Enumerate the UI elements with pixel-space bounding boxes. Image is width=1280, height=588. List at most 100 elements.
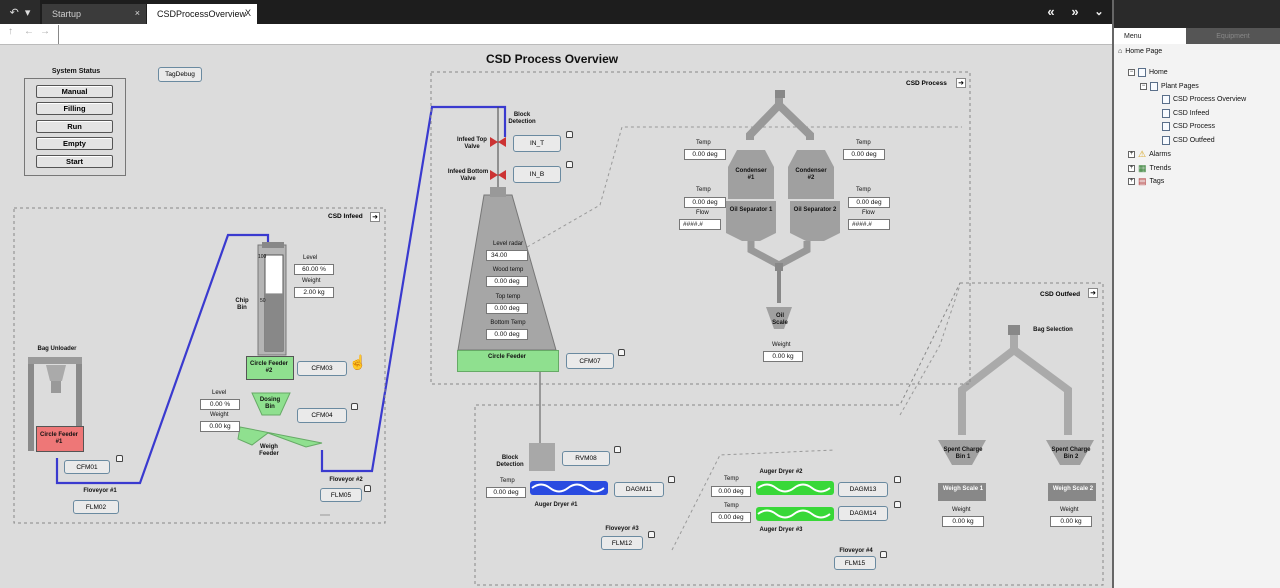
address-input[interactable] (58, 25, 1113, 44)
empty-button[interactable]: Empty (36, 137, 113, 150)
weight-label: Weight (302, 278, 321, 284)
tab-list-button[interactable]: ⌄ (1094, 5, 1104, 18)
floveyor-1-line (55, 233, 270, 485)
warning-icon: ⚠ (1138, 149, 1147, 159)
bag-selection-left-pipe (958, 335, 1018, 435)
collapse-icon[interactable]: − (1140, 83, 1147, 90)
process-region-label: CSD Process (906, 80, 947, 87)
start-button[interactable]: Start (36, 155, 113, 168)
hand-cursor-icon: ☝ (349, 354, 367, 370)
lock-icon (116, 455, 123, 462)
weigh-scale-1-shape (938, 483, 986, 501)
oil-separator-2-label: Oil Separator 2 (793, 207, 837, 213)
flm05-button[interactable]: FLM05 (320, 488, 362, 502)
in-t-button[interactable]: IN_T (513, 135, 561, 152)
tree-page-csd-outfeed[interactable]: CSD Outfeed (1162, 136, 1215, 145)
oil-separator-1-body (726, 201, 776, 233)
up-arrow-icon[interactable]: ↑ (8, 26, 13, 37)
chip-level-value: 60.00 % (294, 264, 334, 275)
tag-debug-button[interactable]: TagDebug (158, 67, 202, 82)
cfm04-button[interactable]: CFM04 (297, 408, 347, 423)
in-b-button[interactable]: IN_B (513, 166, 561, 183)
infeed-nav-arrow-icon[interactable]: ➜ (370, 212, 380, 222)
flm15-button[interactable]: FLM15 (834, 556, 876, 570)
cfm01-button[interactable]: CFM01 (64, 460, 110, 474)
cfm07-button[interactable]: CFM07 (566, 353, 614, 369)
condenser-2-body (788, 167, 834, 199)
circle-feeder-1[interactable] (36, 426, 84, 452)
next-tab-button[interactable]: » (1071, 3, 1079, 19)
tree-alarms[interactable]: +⚠Alarms (1128, 149, 1171, 160)
tab-menu[interactable]: Menu (1114, 28, 1186, 44)
right-panel (1112, 0, 1280, 588)
tree-label: Plant Pages (1161, 83, 1199, 90)
flm02-button[interactable]: FLM02 (73, 500, 119, 514)
circle-feeder-2-label: Circle Feeder #2 (249, 361, 289, 374)
home-menu-button[interactable]: ↶▾ (0, 0, 40, 24)
chip-bin-level-fill (265, 293, 283, 351)
dosing-level-label: Level (212, 390, 227, 396)
page-icon (1138, 68, 1146, 77)
chip-scale-mid: 50 (260, 298, 266, 304)
close-icon[interactable]: X (244, 8, 251, 18)
condenser-1-body (728, 167, 774, 199)
dagm13-button[interactable]: DAGM13 (838, 482, 888, 497)
condenser-2-label: Condenser #2 (795, 168, 827, 181)
auger-dryer-3-label: Auger Dryer #3 (759, 527, 803, 533)
tab-startup[interactable]: Startup × (42, 4, 146, 24)
bag-unloader-left-leg (28, 363, 34, 451)
dryer-block-detection-label: Block Detection (496, 455, 524, 468)
tab-equipment[interactable]: Equipment (1186, 28, 1280, 44)
chip-scale-top: 100 (258, 254, 267, 260)
process-nav-arrow-icon[interactable]: ➜ (956, 78, 966, 88)
condenser-2-pipe (776, 102, 814, 140)
tree-page-csd-infeed[interactable]: CSD Infeed (1162, 109, 1209, 118)
top-valve-icon (490, 137, 498, 147)
dryer3-temp-label: Temp (724, 503, 739, 509)
sep2-temp-value: 0.00 deg (848, 197, 890, 208)
close-icon[interactable]: × (134, 8, 140, 18)
expand-icon[interactable]: + (1128, 151, 1135, 158)
manual-button[interactable]: Manual (36, 85, 113, 98)
oil-scale-shape (766, 307, 792, 329)
collapse-icon[interactable]: − (1128, 69, 1135, 76)
sep1-temp-label: Temp (696, 187, 711, 193)
dagm11-button[interactable]: DAGM11 (614, 482, 664, 497)
back-arrow-icon[interactable]: ← (24, 26, 34, 37)
flm12-button[interactable]: FLM12 (601, 536, 643, 550)
lock-icon (364, 485, 371, 492)
tree-tags[interactable]: +▤Tags (1128, 176, 1164, 187)
expand-icon[interactable]: + (1128, 165, 1135, 172)
oil-separator-2-body (790, 201, 840, 233)
tree-page-csd-process-overview[interactable]: CSD Process Overview (1162, 95, 1246, 104)
process-diagram (13, 71, 1104, 586)
chip-bin-label: Chip Bin (235, 298, 249, 311)
lock-icon (566, 161, 573, 168)
tree-trends[interactable]: +▦Trends (1128, 163, 1171, 174)
level-radar-label: Level radar (492, 241, 524, 247)
dagm14-button[interactable]: DAGM14 (838, 506, 888, 521)
run-button[interactable]: Run (36, 120, 113, 133)
forward-arrow-icon[interactable]: → (40, 26, 50, 37)
spent-bin-2-shape (1046, 440, 1094, 465)
cfm03-button[interactable]: CFM03 (297, 361, 347, 376)
tree-page-csd-process[interactable]: CSD Process (1162, 122, 1215, 131)
level-label: Level (303, 255, 318, 261)
outfeed-nav-arrow-icon[interactable]: ➜ (1088, 288, 1098, 298)
tree-home[interactable]: −Home (1128, 68, 1168, 77)
process-circle-feeder[interactable] (457, 350, 559, 372)
expand-icon[interactable]: + (1128, 178, 1135, 185)
tree-label: CSD Outfeed (1173, 137, 1215, 144)
dryer3-temp-value: 0.00 deg (711, 512, 751, 523)
spent-bin-1-label: Spent Charge Bin 1 (943, 447, 983, 460)
tab-label: Startup (52, 9, 82, 19)
filling-button[interactable]: Filling (36, 102, 113, 115)
dosing-level-value: 0.00 % (200, 399, 240, 410)
rvm08-button[interactable]: RVM08 (562, 451, 610, 466)
tree-home-page[interactable]: ⌂Home Page (1118, 48, 1162, 55)
circle-feeder-2[interactable] (246, 356, 294, 380)
tree-plant-pages[interactable]: − Plant Pages (1140, 82, 1199, 91)
infeed-region-label: CSD Infeed (328, 213, 363, 220)
prev-tab-button[interactable]: « (1047, 3, 1055, 19)
